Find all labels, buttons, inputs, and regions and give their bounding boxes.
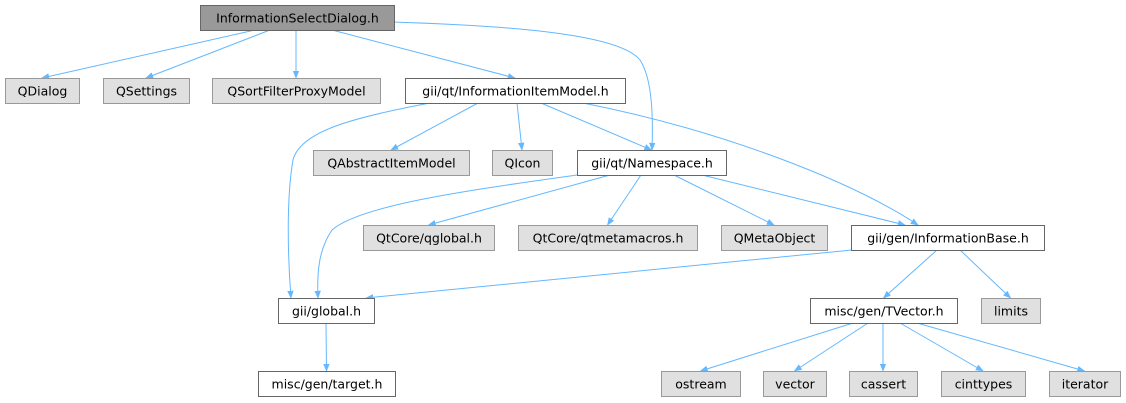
node-cinttypes: cinttypes bbox=[941, 371, 1026, 397]
node-vector: vector bbox=[763, 371, 827, 397]
node-label: limits bbox=[994, 304, 1028, 319]
node-label: cassert bbox=[861, 377, 906, 392]
node-qglobal: QtCore/qglobal.h bbox=[363, 225, 495, 251]
node-box bbox=[577, 150, 727, 176]
node-box bbox=[810, 298, 958, 324]
node-label: QtCore/qtmetamacros.h bbox=[533, 231, 684, 246]
node-qabstract: QAbstractItemModel bbox=[313, 150, 470, 176]
node-label: misc/gen/target.h bbox=[272, 377, 383, 392]
node-box bbox=[5, 78, 80, 104]
node-infobase[interactable]: gii/gen/InformationBase.h bbox=[851, 225, 1045, 251]
node-target[interactable]: misc/gen/target.h bbox=[258, 371, 396, 397]
node-box bbox=[849, 371, 918, 397]
node-box bbox=[851, 225, 1045, 251]
node-label: gii/gen/InformationBase.h bbox=[867, 231, 1029, 246]
edge-tvector-to-ostream bbox=[699, 322, 854, 372]
node-namespace[interactable]: gii/qt/Namespace.h bbox=[577, 150, 727, 176]
node-box bbox=[763, 371, 827, 397]
node-label: cinttypes bbox=[955, 377, 1013, 392]
edge-tvector-to-vector bbox=[793, 322, 869, 372]
edge-root-to-qdialog bbox=[41, 29, 256, 80]
edge-infobase-to-global bbox=[365, 249, 853, 301]
edge-root-to-itemmodel bbox=[331, 29, 516, 80]
edge-itemmodel-to-qicon bbox=[516, 102, 525, 151]
node-box bbox=[103, 78, 190, 104]
node-box bbox=[721, 225, 828, 251]
node-qicon: QIcon bbox=[492, 150, 553, 176]
node-tvector[interactable]: misc/gen/TVector.h bbox=[810, 298, 958, 324]
node-label: QSortFilterProxyModel bbox=[227, 84, 365, 99]
edge-itemmodel-to-namespace bbox=[540, 102, 653, 151]
node-qsortfilter: QSortFilterProxyModel bbox=[212, 78, 381, 104]
node-box bbox=[258, 371, 396, 397]
node-qdialog: QDialog bbox=[5, 78, 80, 104]
edge-namespace-to-qmetaobject bbox=[673, 174, 775, 226]
edge-namespace-to-global bbox=[314, 174, 578, 299]
node-label: gii/qt/Namespace.h bbox=[591, 156, 713, 171]
node-box bbox=[405, 78, 626, 104]
edge-root-to-qsettings bbox=[145, 29, 271, 79]
edge-namespace-to-qtmeta bbox=[607, 174, 642, 226]
node-label: gii/global.h bbox=[292, 304, 361, 319]
node-box bbox=[212, 78, 381, 104]
edge-global-to-target bbox=[323, 322, 330, 372]
node-box bbox=[981, 298, 1041, 324]
node-cassert: cassert bbox=[849, 371, 918, 397]
node-label: QtCore/qglobal.h bbox=[376, 231, 482, 246]
edge-infobase-to-tvector bbox=[882, 249, 938, 299]
node-label: vector bbox=[775, 377, 816, 392]
node-box bbox=[1049, 371, 1121, 397]
node-box bbox=[278, 298, 375, 324]
edge-namespace-to-qglobal bbox=[427, 174, 611, 227]
edge-infobase-to-limits bbox=[959, 249, 1012, 299]
node-label: QSettings bbox=[116, 84, 177, 99]
node-ostream: ostream bbox=[661, 371, 741, 397]
node-label: QDialog bbox=[18, 84, 68, 99]
node-root[interactable]: InformationSelectDialog.h bbox=[200, 5, 395, 31]
node-label: gii/qt/InformationItemModel.h bbox=[422, 84, 608, 99]
edge-itemmodel-to-global bbox=[287, 102, 431, 299]
node-box bbox=[661, 371, 741, 397]
node-qsettings: QSettings bbox=[103, 78, 190, 104]
node-box bbox=[941, 371, 1026, 397]
node-box bbox=[363, 225, 495, 251]
edge-namespace-to-infobase bbox=[701, 174, 906, 227]
node-global[interactable]: gii/global.h bbox=[278, 298, 375, 324]
edge-root-to-namespace bbox=[391, 21, 656, 151]
edge-tvector-to-iterator bbox=[916, 322, 1086, 373]
node-label: QIcon bbox=[505, 156, 541, 171]
node-qtmeta: QtCore/qtmetamacros.h bbox=[518, 225, 698, 251]
node-label: InformationSelectDialog.h bbox=[216, 11, 379, 26]
node-label: iterator bbox=[1062, 377, 1109, 392]
node-box bbox=[313, 150, 470, 176]
edge-tvector-to-cinttypes bbox=[899, 322, 984, 372]
node-box bbox=[200, 5, 395, 31]
node-limits: limits bbox=[981, 298, 1041, 324]
edge-itemmodel-to-infobase bbox=[582, 102, 919, 226]
edge-layer bbox=[41, 21, 1086, 373]
node-box bbox=[492, 150, 553, 176]
node-label: QMetaObject bbox=[734, 231, 816, 246]
node-label: QAbstractItemModel bbox=[327, 156, 455, 171]
node-box bbox=[518, 225, 698, 251]
node-qmetaobject: QMetaObject bbox=[721, 225, 828, 251]
node-label: ostream bbox=[675, 377, 726, 392]
node-label: misc/gen/TVector.h bbox=[824, 304, 943, 319]
node-itemmodel[interactable]: gii/qt/InformationItemModel.h bbox=[405, 78, 626, 104]
edge-itemmodel-to-qabstract bbox=[390, 102, 479, 151]
node-iterator: iterator bbox=[1049, 371, 1121, 397]
